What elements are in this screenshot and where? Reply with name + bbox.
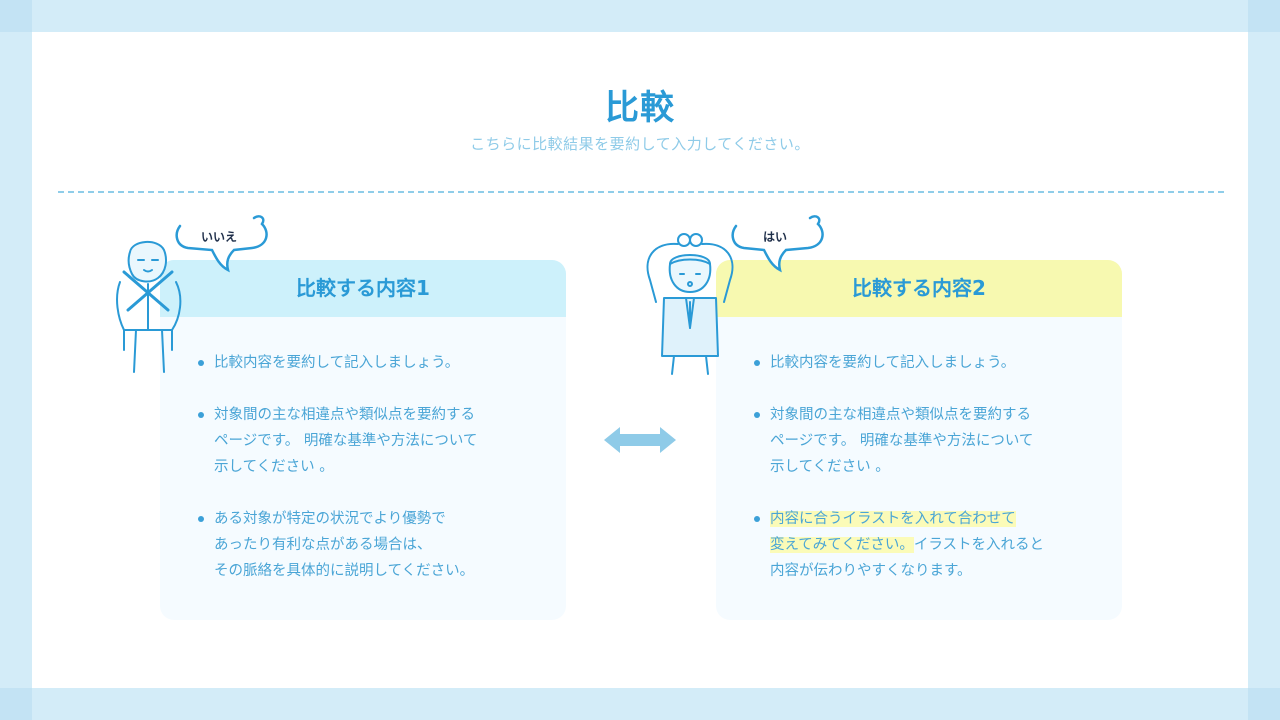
frame-corner [1248, 0, 1280, 32]
frame-left [0, 0, 32, 720]
list-item: ある対象が特定の状況でより優勢で あったり有利な点がある場合は、 その脈絡を具体… [196, 506, 556, 584]
list-item: 内容に合うイラストを入れて合わせて 変えてみてください。イラストを入れると 内容… [752, 506, 1112, 584]
list-item-text: イラストを入れると 内容が伝わりやすくなります。 [770, 537, 1045, 579]
frame-corner [1248, 688, 1280, 720]
speech-bubble-icon [731, 215, 824, 273]
double-arrow-icon [604, 427, 676, 453]
card-2-list: 比較内容を要約して記入しましょう。 対象間の主な相違点や類似点を要約する ページ… [752, 350, 1112, 610]
bubble-label-left: いいえ [200, 230, 237, 244]
frame-right [1248, 0, 1280, 720]
card-2-heading: 比較する内容2 [716, 260, 1122, 317]
slide-title: 比較 [605, 88, 675, 128]
comparison-card-2: 比較する内容2 比較内容を要約して記入しましょう。 対象間の主な相違点や類似点を… [716, 260, 1122, 620]
comparison-card-1: 比較する内容1 比較内容を要約して記入しましょう。 対象間の主な相違点や類似点を… [160, 260, 566, 620]
list-item: 比較内容を要約して記入しましょう。 [752, 350, 1112, 376]
list-item: 対象間の主な相違点や類似点を要約する ページです。 明確な基準や方法について 示… [752, 402, 1112, 480]
person-crossed-arms-icon [116, 241, 182, 373]
speech-bubble-icon [175, 215, 268, 273]
list-item: 対象間の主な相違点や類似点を要約する ページです。 明確な基準や方法について 示… [196, 402, 556, 480]
list-item: 比較内容を要約して記入しましょう。 [196, 350, 556, 376]
bubble-label-right: はい [762, 230, 787, 244]
frame-corner [0, 688, 32, 720]
frame-top [0, 0, 1280, 32]
person-circle-arms-icon [646, 233, 734, 375]
frame-corner [0, 0, 32, 32]
dashed-divider [58, 191, 1224, 193]
card-1-list: 比較内容を要約して記入しましょう。 対象間の主な相違点や類似点を要約する ページ… [196, 350, 556, 610]
frame-bottom [0, 688, 1280, 720]
slide-subtitle: こちらに比較結果を要約して入力してください。 [470, 135, 810, 153]
